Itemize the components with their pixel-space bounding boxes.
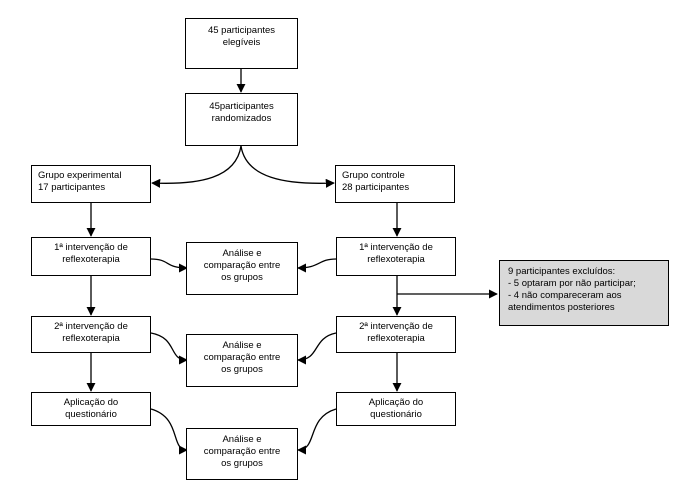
arrow-randomized-to-exp	[151, 145, 242, 188]
arrow-ctrl-int1-to-analysis1	[297, 258, 337, 273]
box-exp-questionnaire: Aplicação do questionário	[31, 392, 151, 426]
box-analysis-1: Análise e comparação entre os grupos	[186, 242, 298, 295]
box-randomized: 45participantes randomizados	[185, 93, 298, 146]
arrow-randomized-to-ctrl	[240, 145, 335, 188]
box-analysis-2: Análise e comparação entre os grupos	[186, 334, 298, 387]
arrow-exp-int1-to-analysis1	[150, 258, 188, 273]
box-exp-intervention-1: 1ª intervenção de reflexoterapia	[31, 237, 151, 276]
box-excluded: 9 participantes excluídos: - 5 optaram p…	[499, 260, 669, 326]
box-ctrl-questionnaire: Aplicação do questionário	[336, 392, 456, 426]
arrow-exp-int2-to-analysis2	[150, 332, 188, 365]
box-analysis-3: Análise e comparação entre os grupos	[186, 428, 298, 480]
box-group-experimental: Grupo experimental 17 participantes	[31, 165, 151, 203]
box-ctrl-intervention-1: 1ª intervenção de reflexoterapia	[336, 237, 456, 276]
box-exp-intervention-2: 2ª intervenção de reflexoterapia	[31, 316, 151, 353]
box-ctrl-intervention-2: 2ª intervenção de reflexoterapia	[336, 316, 456, 353]
arrow-ctrl-quest-to-analysis3	[297, 408, 337, 455]
arrow-ctrl-int2-to-analysis2	[297, 332, 337, 365]
arrow-exp-quest-to-analysis3	[150, 408, 188, 455]
box-eligible: 45 participantes elegíveis	[185, 18, 298, 69]
box-group-control: Grupo controle 28 participantes	[335, 165, 455, 203]
